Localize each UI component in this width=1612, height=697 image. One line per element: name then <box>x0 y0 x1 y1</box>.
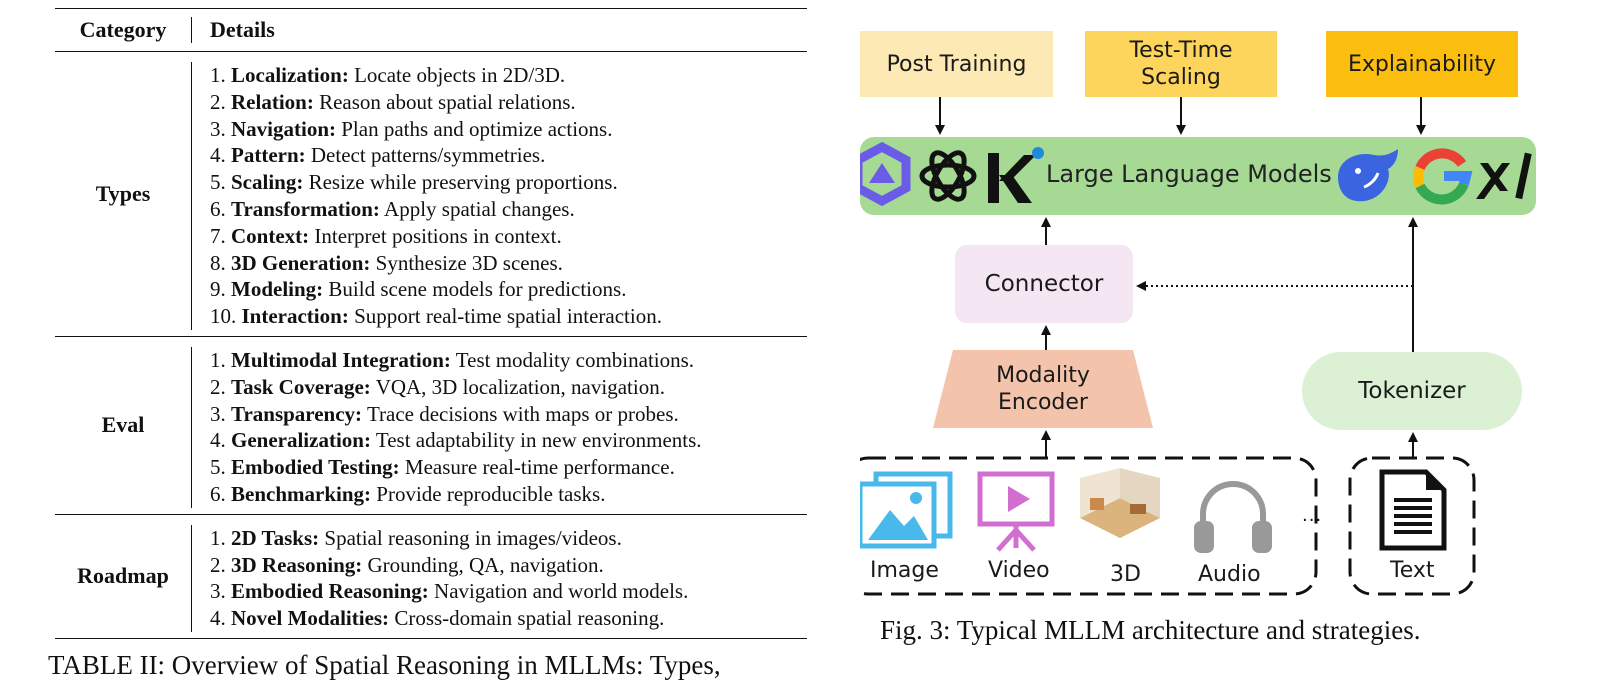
list-item: 3. Embodied Reasoning: Navigation and wo… <box>210 579 689 604</box>
group-category: Roadmap <box>77 563 169 589</box>
post-training-box: Post Training <box>860 31 1053 97</box>
modality-inputs-group <box>860 456 1318 596</box>
list-item: 6. Benchmarking: Provide reproducible ta… <box>210 481 606 506</box>
list-item: 6. Transformation: Apply spatial changes… <box>210 196 575 221</box>
text-input-group <box>1348 456 1476 596</box>
table-top-rule <box>55 8 807 9</box>
llm-label: Large Language Models <box>1046 160 1332 188</box>
list-item: 4. Generalization: Test adaptability in … <box>210 428 702 453</box>
llm-logos <box>860 141 1532 207</box>
group-items: 1. Multimodal Integration: Test modality… <box>191 346 702 508</box>
arrows-layer <box>860 97 1476 596</box>
kimi-icon <box>988 147 1044 203</box>
group-roadmap: Roadmap 1. 2D Tasks: Spatial reasoning i… <box>55 515 807 638</box>
xai-icon <box>1476 152 1532 200</box>
list-item: 2. 3D Reasoning: Grounding, QA, navigati… <box>210 552 604 577</box>
label-audio: Audio <box>1198 562 1261 587</box>
list-item: 1. Localization: Locate objects in 2D/3D… <box>210 63 566 87</box>
text-document-icon <box>1379 469 1447 551</box>
label-text: Text <box>1390 558 1435 583</box>
list-item: 1. Multimodal Integration: Test modality… <box>210 347 695 372</box>
group-items: 1. 2D Tasks: Spatial reasoning in images… <box>191 524 689 632</box>
group-eval: Eval 1. Multimodal Integration: Test mod… <box>55 337 807 514</box>
test-time-line1: Test-Time <box>1129 38 1233 63</box>
label-image: Image <box>870 558 939 583</box>
label-video: Video <box>988 558 1050 583</box>
group-items: 1. Localization: Locate objects in 2D/3D… <box>191 62 662 330</box>
encoder-line2: Encoder <box>998 390 1088 415</box>
list-item: 7. Context: Interpret positions in conte… <box>210 223 562 248</box>
list-item: 1. 2D Tasks: Spatial reasoning in images… <box>210 525 622 550</box>
image-icon <box>860 471 953 549</box>
more-modalities-ellipsis: ... <box>1302 505 1323 526</box>
list-item: 2. Relation: Reason about spatial relati… <box>210 89 576 114</box>
list-item: 8. 3D Generation: Synthesize 3D scenes. <box>210 250 563 275</box>
header-category: Category <box>55 17 192 43</box>
group-types: Types 1. Localization: Locate objects in… <box>55 52 807 336</box>
explainability-box: Explainability <box>1326 31 1518 97</box>
list-item: 3. Navigation: Plan paths and optimize a… <box>210 116 613 141</box>
openai-icon <box>919 150 977 202</box>
list-item: 2. Task Coverage: VQA, 3D localization, … <box>210 374 665 399</box>
encoder-line1: Modality <box>996 363 1090 388</box>
table-rule <box>55 513 807 515</box>
table-bottom-rule <box>55 637 807 639</box>
group-category: Types <box>95 180 151 206</box>
list-item: 4. Pattern: Detect patterns/symmetries. <box>210 143 546 168</box>
table-header: Category Details <box>55 9 807 51</box>
group-category: Eval <box>101 412 145 438</box>
figure-caption: Fig. 3: Typical MLLM architecture and st… <box>880 615 1421 645</box>
qwen-icon <box>860 141 911 207</box>
list-item: 3. Transparency: Trace decisions with ma… <box>210 401 679 426</box>
table-rule <box>55 335 807 337</box>
table-caption: TABLE II: Overview of Spatial Reasoning … <box>48 650 721 680</box>
label-3d: 3D <box>1110 562 1141 587</box>
headphones-icon <box>1194 481 1272 553</box>
deepseek-icon <box>1338 149 1398 202</box>
list-item: 5. Embodied Testing: Measure real-time p… <box>210 455 675 480</box>
header-details: Details <box>210 17 275 42</box>
tokenizer-box: Tokenizer <box>1302 352 1522 430</box>
list-item: 9. Modeling: Build scene models for pred… <box>210 277 627 302</box>
3d-room-icon <box>1080 468 1160 538</box>
list-item: 5. Scaling: Resize while preserving prop… <box>210 170 618 195</box>
overview-table: Category Details Types 1. Localization: … <box>55 8 807 639</box>
list-item: 10. Interaction: Support real-time spati… <box>210 304 662 329</box>
test-time-line2: Scaling <box>1141 65 1221 90</box>
table-rule <box>55 51 807 52</box>
google-icon <box>1413 148 1473 205</box>
list-item: 4. Novel Modalities: Cross-domain spatia… <box>210 606 665 631</box>
video-icon <box>977 471 1055 552</box>
modality-encoder-shape <box>933 350 1153 428</box>
modality-icons <box>860 468 1447 553</box>
connector-box: Connector <box>955 245 1133 323</box>
